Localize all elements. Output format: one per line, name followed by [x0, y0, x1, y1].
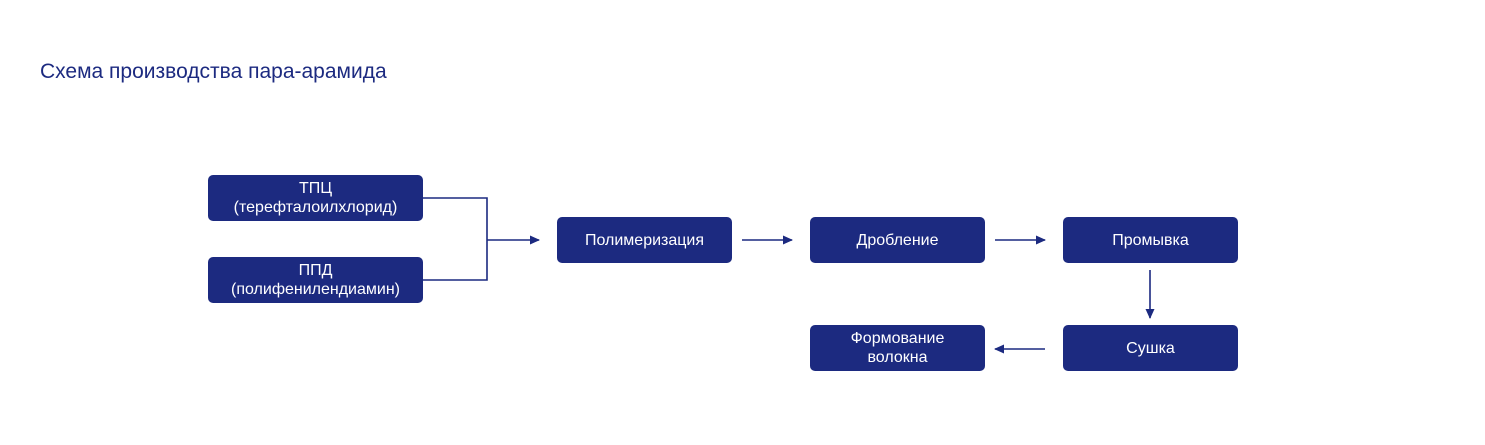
node-tpc-abbr: ТПЦ — [298, 180, 333, 197]
node-spinning-line2: волокна — [867, 349, 928, 366]
node-ppd-abbr: ППД — [298, 262, 333, 279]
node-spinning: Формование волокна — [810, 325, 985, 371]
node-tpc-name: (терефталоилхлорид) — [233, 199, 398, 216]
node-polymerization: Полимеризация — [557, 217, 732, 263]
node-drying: Сушка — [1063, 325, 1238, 371]
node-crushing-label: Дробление — [856, 231, 939, 249]
node-drying-label: Сушка — [1126, 339, 1175, 357]
node-spinning-line1: Формование — [850, 330, 945, 347]
node-ppd-name: (полифенилендиамин) — [231, 281, 400, 298]
node-washing: Промывка — [1063, 217, 1238, 263]
node-crushing: Дробление — [810, 217, 985, 263]
node-polymerization-label: Полимеризация — [584, 231, 705, 249]
node-washing-label: Промывка — [1112, 231, 1189, 249]
merge-connector — [423, 197, 488, 281]
diagram-title: Схема производства пара-арамида — [40, 60, 387, 83]
node-ppd: ППД (полифенилендиамин) — [208, 257, 423, 303]
node-tpc: ТПЦ (терефталоилхлорид) — [208, 175, 423, 221]
